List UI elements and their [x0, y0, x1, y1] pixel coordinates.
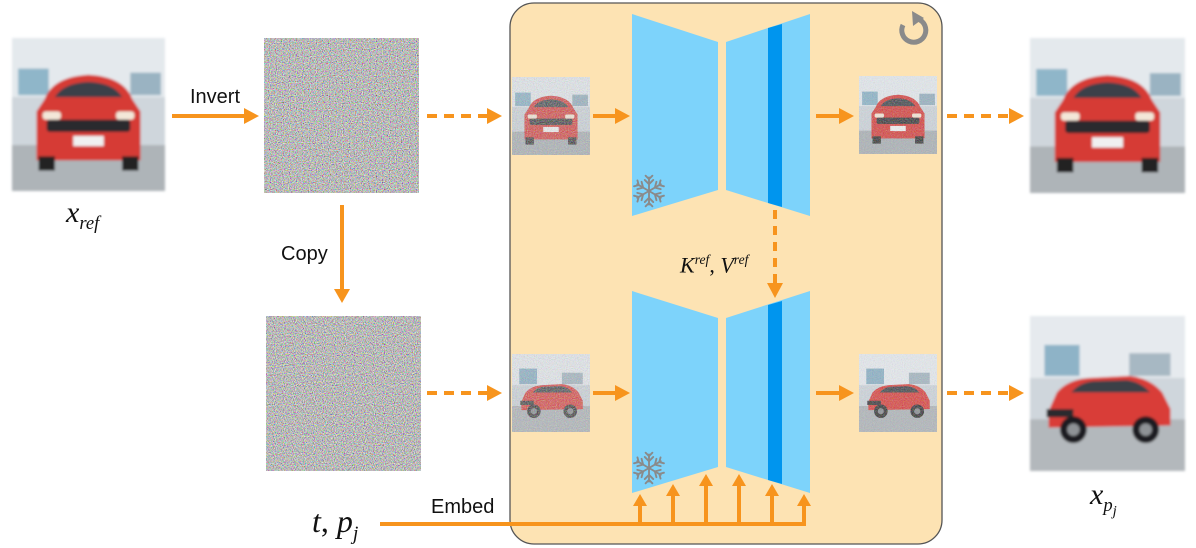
kv-ref-label: Kref, Vref — [680, 252, 749, 278]
arrow-to-unet-bottom — [593, 385, 630, 401]
unet-top — [632, 14, 810, 216]
dashed-arrow-top-in — [427, 108, 502, 124]
unet-encoder-bottom — [632, 291, 718, 493]
dashed-arrow-top-out — [947, 108, 1024, 124]
x-pj-label: xpj — [1090, 478, 1117, 520]
kv-dashed-arrow — [767, 210, 783, 298]
unet-encoder-top — [632, 14, 718, 216]
copy-arrow — [334, 205, 350, 303]
denoised-latent-bottom — [859, 354, 937, 432]
reference-image — [12, 38, 165, 191]
noisy-latent-top — [512, 77, 590, 155]
t-pj-label: t, pj — [312, 503, 359, 545]
attention-bar-bottom — [768, 301, 782, 484]
invert-label: Invert — [190, 86, 241, 108]
copy-label: Copy — [281, 243, 328, 265]
dashed-arrow-bottom-in — [427, 385, 502, 401]
output-image-top — [1030, 38, 1185, 193]
arrow-to-unet-top — [593, 108, 630, 124]
noisy-latent-bottom — [512, 354, 590, 432]
refresh-icon — [899, 11, 929, 45]
arrow-from-unet-bottom — [816, 385, 854, 401]
x-ref-label: xref — [66, 196, 100, 234]
attention-bar-top — [768, 24, 782, 207]
output-image-bottom — [1030, 316, 1185, 471]
denoising-panel — [509, 2, 943, 545]
denoised-latent-top — [859, 76, 937, 154]
invert-arrow — [172, 108, 259, 124]
inverted-noise-image — [264, 38, 419, 193]
copied-noise-image — [266, 316, 421, 471]
unet-bottom — [632, 291, 810, 493]
embed-arrows — [380, 474, 811, 526]
dashed-arrow-bottom-out — [947, 385, 1024, 401]
arrow-from-unet-top — [816, 108, 854, 124]
embed-label: Embed — [431, 496, 495, 518]
